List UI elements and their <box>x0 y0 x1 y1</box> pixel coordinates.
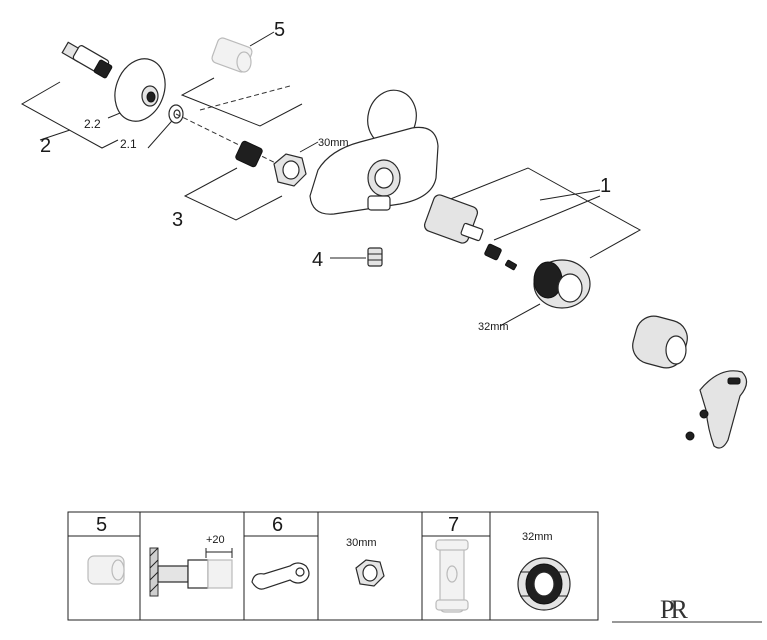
parts-table: 5 +20 6 30mm <box>67 511 599 621</box>
cartridge <box>423 194 484 244</box>
callout-5: 5 <box>274 19 285 41</box>
eccentric-connector <box>61 41 113 79</box>
threaded-ring-icon <box>517 557 571 611</box>
cartridge-group <box>423 167 748 449</box>
table-label-plus20: +20 <box>206 534 225 546</box>
leader-1 <box>539 189 601 201</box>
watermark-text: PR <box>660 595 688 624</box>
leader-32mm <box>499 303 541 327</box>
axis-line-ghost <box>199 85 291 111</box>
callout-1: 1 <box>600 175 611 197</box>
leader-1-b <box>493 195 601 241</box>
table-label-5: 5 <box>96 514 107 536</box>
handle-screws <box>685 409 709 441</box>
watermark-logo: PR <box>612 595 762 624</box>
leader-2 <box>20 81 119 149</box>
dim-30mm: 30mm <box>318 137 349 149</box>
leader-5 <box>249 31 275 47</box>
callout-3: 3 <box>172 209 183 231</box>
body-outlet <box>367 195 391 211</box>
leader-5-box <box>180 77 303 127</box>
threaded-ring-32mm <box>499 259 591 327</box>
nut-connector-group <box>183 140 319 221</box>
cover-cap <box>632 315 688 369</box>
table-label-30mm: 30mm <box>346 537 377 549</box>
part-4-nozzle <box>330 247 383 267</box>
leader-3 <box>183 167 283 221</box>
mixer-body <box>309 89 439 215</box>
callout-4: 4 <box>312 249 323 271</box>
part-5-ghost <box>180 31 303 127</box>
table-label-32mm: 32mm <box>522 531 553 543</box>
leader-1-box <box>447 167 642 259</box>
small-screw <box>505 259 517 271</box>
lever-handle <box>699 370 748 449</box>
callout-2: 2 <box>40 135 51 157</box>
callout-2-1: 2.1 <box>120 137 137 151</box>
leader-2-tick <box>39 129 71 141</box>
table-label-6: 6 <box>272 514 283 536</box>
dim-32mm: 32mm <box>478 321 509 333</box>
table-icon-extension <box>87 555 125 585</box>
nut-30mm <box>273 141 319 187</box>
nut-icon <box>355 559 385 587</box>
rosette <box>114 58 166 122</box>
spindle-adapter <box>484 243 502 261</box>
leader-30mm <box>299 141 319 153</box>
threaded-connector <box>235 140 263 168</box>
table-label-7: 7 <box>448 514 459 536</box>
wrench-icon <box>251 562 310 590</box>
assembly-tool-icon <box>435 539 469 613</box>
eccentric-connector-group <box>20 41 184 149</box>
callout-2-2: 2.2 <box>84 117 101 131</box>
table-icon-wall-extension <box>149 547 233 597</box>
